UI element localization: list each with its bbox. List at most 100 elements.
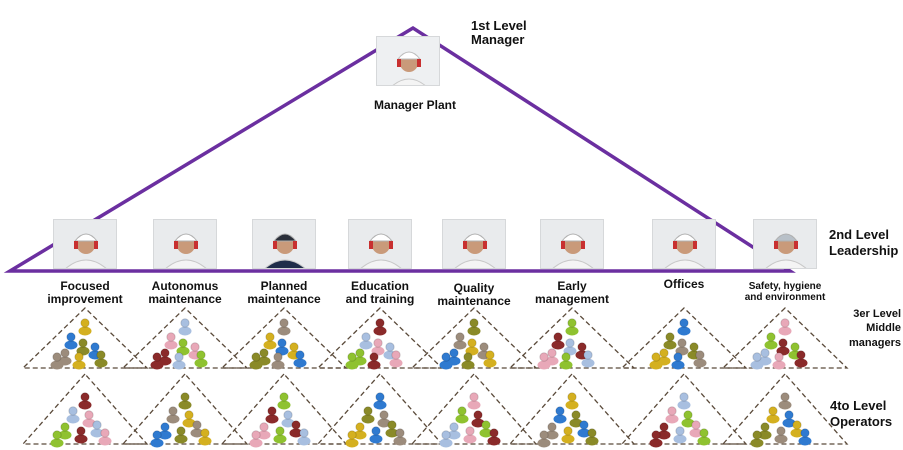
person-icon	[371, 338, 385, 356]
person-icon	[479, 420, 493, 438]
team-pyramid-3-4	[316, 307, 444, 369]
person-icon	[774, 426, 788, 444]
person-icon	[198, 428, 212, 446]
person-icon	[553, 406, 567, 424]
team-people-4-5	[439, 392, 501, 448]
person-icon	[345, 430, 359, 448]
person-icon	[293, 350, 307, 368]
person-icon	[393, 428, 407, 446]
pillar-photo-8	[753, 219, 817, 269]
person-icon	[565, 318, 579, 336]
person-icon	[665, 406, 679, 424]
person-icon	[172, 352, 186, 370]
person-icon	[794, 350, 808, 368]
person-icon	[176, 338, 190, 356]
person-icon	[82, 410, 96, 428]
person-icon	[463, 426, 477, 444]
pillar-photo-7	[652, 219, 716, 269]
pillar-label-5: Quality maintenance	[437, 281, 511, 308]
team-pyramid-3-2	[121, 307, 249, 369]
team-people-3-6	[537, 318, 595, 370]
person-icon	[776, 338, 790, 356]
person-icon	[385, 420, 399, 438]
pillar-photo-3	[252, 219, 316, 269]
person-icon	[559, 352, 573, 370]
manager-label: Manager Plant	[373, 98, 457, 112]
person-icon	[447, 422, 461, 440]
team-people-3-3	[249, 318, 307, 370]
level-4-label: 4to Level Operators	[830, 398, 893, 429]
team-people-4-6	[537, 392, 599, 448]
person-icon	[190, 420, 204, 438]
team-people-4-7	[649, 392, 711, 448]
person-icon	[273, 426, 287, 444]
person-icon	[461, 352, 475, 370]
person-icon	[297, 428, 311, 446]
person-icon	[758, 422, 772, 440]
team-people-3-5	[439, 318, 497, 370]
team-people-4-3	[249, 392, 311, 448]
person-icon	[265, 406, 279, 424]
person-icon	[697, 428, 711, 446]
person-icon	[649, 352, 663, 370]
pillar-label-3: Planned maintenance	[247, 279, 321, 306]
person-icon	[551, 332, 565, 350]
pillar-photo-1	[53, 219, 117, 269]
pillar-label-1: Focused improvement	[47, 279, 123, 306]
person-icon	[439, 352, 453, 370]
person-icon	[750, 352, 764, 370]
pillar-label-4: Education and training	[345, 279, 415, 306]
person-icon	[389, 350, 403, 368]
person-icon	[166, 406, 180, 424]
team-pyramid-4-2	[121, 373, 249, 445]
person-icon	[277, 318, 291, 336]
team-people-4-8	[750, 392, 812, 448]
person-icon	[467, 392, 481, 410]
manager-photo-icon	[377, 37, 439, 85]
person-icon	[377, 410, 391, 428]
team-people-3-4	[345, 318, 403, 370]
person-icon	[750, 430, 764, 448]
level-2-label: 2nd Level Leadership	[829, 227, 899, 259]
person-icon	[271, 352, 285, 370]
person-icon	[249, 430, 263, 448]
pillar-photo-5	[442, 219, 506, 269]
person-icon	[657, 422, 671, 440]
person-icon	[483, 350, 497, 368]
person-icon	[50, 430, 64, 448]
manager-photo	[376, 36, 440, 86]
person-icon	[537, 430, 551, 448]
person-icon	[66, 406, 80, 424]
person-icon	[281, 410, 295, 428]
level-1-label: 1st Level Manager	[471, 18, 527, 47]
person-icon	[798, 428, 812, 446]
person-icon	[158, 422, 172, 440]
team-people-4-4	[345, 392, 407, 448]
person-icon	[359, 332, 373, 350]
team-pyramid-4-8	[721, 373, 849, 445]
person-icon	[178, 318, 192, 336]
person-icon	[681, 410, 695, 428]
team-pyramid-3-6	[508, 307, 636, 369]
team-pyramid-3-1	[21, 307, 149, 369]
person-icon	[764, 332, 778, 350]
person-icon	[565, 392, 579, 410]
team-pyramid-3-8	[721, 307, 849, 369]
person-icon	[353, 422, 367, 440]
person-icon	[790, 420, 804, 438]
person-icon	[345, 352, 359, 370]
person-icon	[58, 422, 72, 440]
person-icon	[453, 332, 467, 350]
person-icon	[766, 406, 780, 424]
pillar-label-7: Offices	[663, 277, 705, 291]
team-pyramid-4-6	[508, 373, 636, 445]
team-people-4-2	[150, 392, 212, 448]
person-icon	[263, 332, 277, 350]
pillar-photo-2	[153, 219, 217, 269]
person-icon	[94, 350, 108, 368]
person-icon	[663, 332, 677, 350]
person-icon	[455, 406, 469, 424]
person-icon	[673, 426, 687, 444]
person-icon	[373, 392, 387, 410]
